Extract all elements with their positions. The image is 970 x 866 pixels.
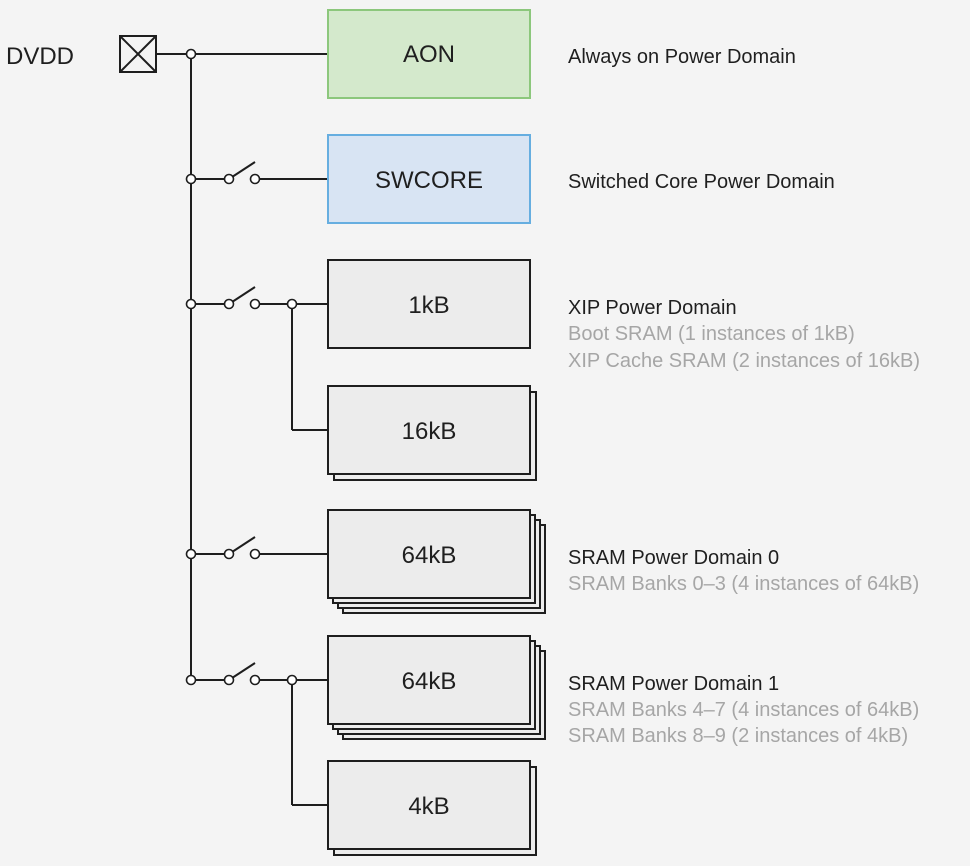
sram0-description: SRAM Power Domain 0 SRAM Banks 0–3 (4 in… [568, 547, 919, 595]
supply-label: DVDD [6, 43, 74, 70]
xip-boot-sram-box: 1kB [327, 259, 531, 349]
sram1-domain-detail: SRAM Banks 4–7 (4 instances of 64kB) [568, 699, 919, 721]
xip-domain-detail: Boot SRAM (1 instances of 1kB) [568, 323, 855, 345]
swcore-domain-title: Switched Core Power Domain [568, 171, 835, 193]
pad-cross-box-icon [119, 35, 157, 73]
sram1-small-bank-label: 4kB [408, 793, 449, 820]
xip-domain-detail: XIP Cache SRAM (2 instances of 16kB) [568, 350, 920, 372]
xip-branch [191, 286, 328, 431]
supply-bus [156, 53, 328, 680]
sram0-bank-label: 64kB [402, 542, 457, 569]
xip-description: XIP Power Domain Boot SRAM (1 instances … [568, 297, 920, 372]
sram1-domain-detail: SRAM Banks 8–9 (2 instances of 4kB) [568, 725, 908, 747]
sram1-bank-label: 64kB [402, 668, 457, 695]
xip-domain-title: XIP Power Domain [568, 297, 737, 319]
swcore-box-label: SWCORE [375, 167, 483, 194]
sram1-small-bank-stack: 4kB [327, 760, 537, 856]
aon-box-label: AON [403, 41, 455, 68]
wire-junctions [185, 48, 298, 686]
aon-box: AON [327, 9, 531, 99]
swcore-box: SWCORE [327, 134, 531, 224]
xip-boot-sram-label: 1kB [408, 292, 449, 319]
aon-description: Always on Power Domain [568, 46, 796, 68]
aon-domain-title: Always on Power Domain [568, 46, 796, 68]
sram1-bank-stack: 64kB [327, 635, 546, 740]
swcore-description: Switched Core Power Domain [568, 171, 835, 193]
sram1-branch [191, 662, 328, 806]
sram1-domain-title: SRAM Power Domain 1 [568, 673, 779, 695]
xip-cache-sram-label: 16kB [402, 418, 457, 445]
xip-cache-sram-stack: 16kB [327, 385, 537, 481]
sram0-bank-stack: 64kB [327, 509, 546, 614]
sram0-domain-detail: SRAM Banks 0–3 (4 instances of 64kB) [568, 573, 919, 595]
sram0-domain-title: SRAM Power Domain 0 [568, 547, 779, 569]
sram1-description: SRAM Power Domain 1 SRAM Banks 4–7 (4 in… [568, 673, 919, 747]
